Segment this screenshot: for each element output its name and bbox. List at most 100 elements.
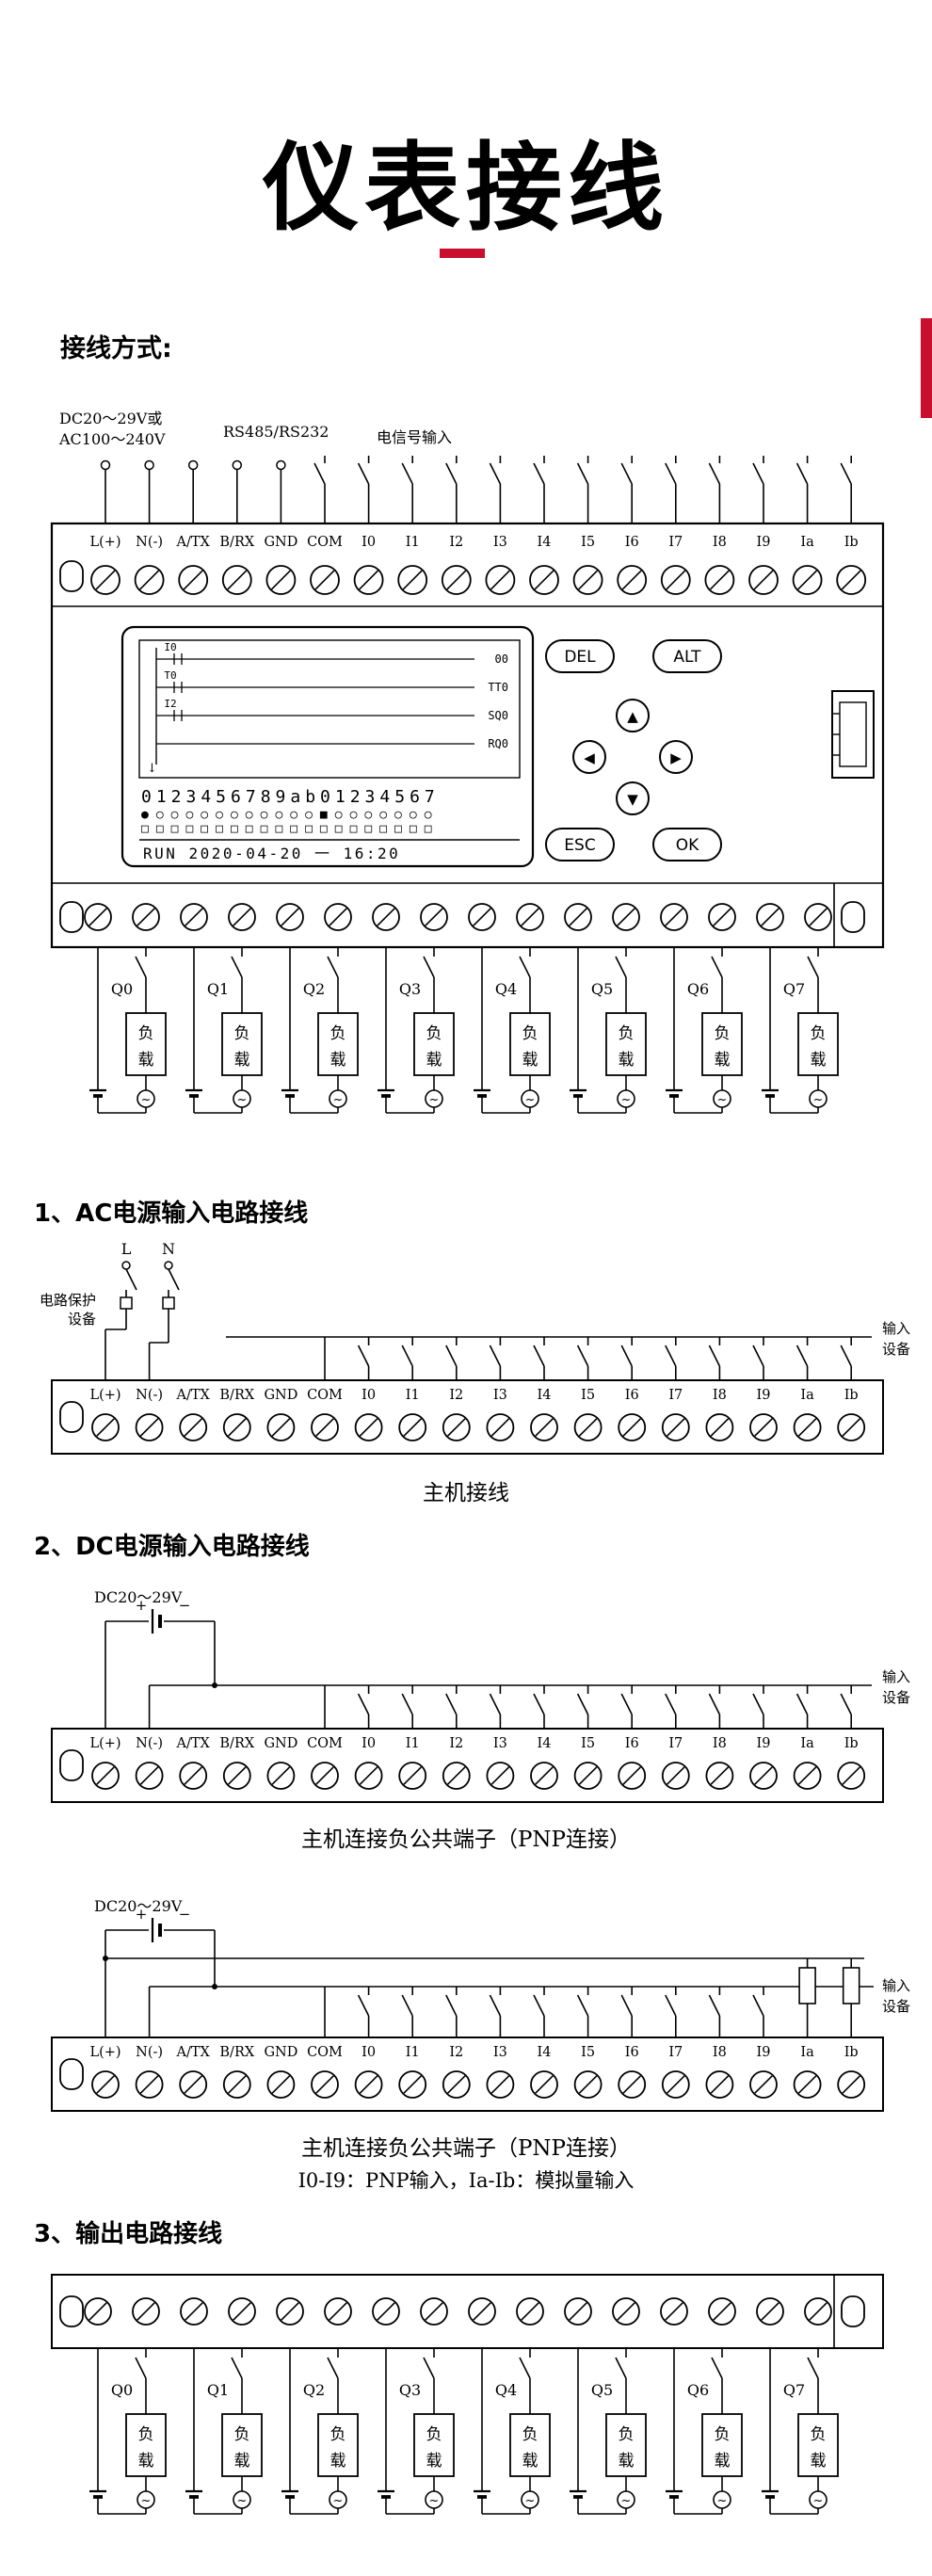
svg-text:载: 载 [522, 2452, 538, 2471]
svg-text:~: ~ [621, 1093, 632, 1107]
comm-port-label: RS485/RS232 [223, 423, 329, 441]
right-arrow-button-graphic [659, 740, 693, 774]
load-box [317, 2413, 359, 2477]
svg-text:L(+): L(+) [89, 535, 121, 550]
svg-text:负: 负 [811, 1024, 827, 1043]
svg-text:A/TX: A/TX [176, 535, 211, 550]
svg-text:~: ~ [333, 1093, 344, 1107]
svg-text:COM: COM [307, 535, 343, 550]
svg-text:I9: I9 [757, 1736, 771, 1751]
svg-text:负: 负 [426, 1024, 442, 1043]
svg-text:00: 00 [495, 652, 508, 666]
output-label: Q0 [111, 2381, 133, 2399]
svg-text:~: ~ [813, 1093, 824, 1107]
svg-text:▼: ▼ [627, 791, 638, 808]
power-rating-label: DC20～29V或 [59, 410, 162, 427]
mounting-hole [841, 901, 865, 933]
section2-heading: 2、DC电源输入电路接线 [34, 1533, 310, 1561]
svg-text:B/RX: B/RX [219, 1736, 254, 1751]
output-label: Q1 [207, 2381, 229, 2399]
svg-text:~: ~ [429, 1093, 440, 1107]
output-label: Q7 [783, 2381, 805, 2399]
svg-text:I6: I6 [625, 535, 639, 550]
svg-text:~: ~ [525, 1093, 536, 1107]
svg-text:COM: COM [307, 1388, 343, 1403]
up-arrow-button-graphic [616, 699, 650, 733]
dc2-diagram-caption: 主机连接负公共端子（PNP连接） [300, 2136, 632, 2161]
svg-text:载: 载 [426, 1051, 442, 1070]
svg-text:I9: I9 [757, 1388, 771, 1403]
output-label: Q4 [495, 2381, 517, 2399]
svg-text:I7: I7 [668, 535, 683, 550]
dc-power-label: DC20～29V [94, 1897, 183, 1915]
svg-text:N(-): N(-) [136, 1388, 163, 1403]
section3-heading: 3、输出电路接线 [34, 2220, 223, 2248]
svg-text:I4: I4 [538, 2045, 552, 2060]
svg-text:AC100～240V: AC100～240V [58, 430, 166, 448]
svg-text:I2: I2 [449, 1388, 463, 1403]
svg-text:负: 负 [619, 1024, 635, 1043]
section1-heading: 1、AC电源输入电路接线 [34, 1199, 309, 1228]
svg-text:负: 负 [715, 1024, 731, 1043]
phase-l-label: L [121, 1240, 132, 1258]
svg-text:Ib: Ib [844, 1736, 859, 1751]
svg-text:I4: I4 [538, 1736, 552, 1751]
esc-button-graphic [545, 828, 615, 861]
svg-text:B/RX: B/RX [219, 1388, 254, 1403]
svg-text:OK: OK [676, 836, 699, 855]
svg-text:I8: I8 [713, 2045, 727, 2060]
status-line: RUN 2020-04-20 一 16:20 [143, 845, 400, 862]
svg-text:负: 负 [811, 2425, 827, 2444]
svg-text:Ia: Ia [800, 535, 814, 550]
svg-text:Ia: Ia [800, 1388, 814, 1403]
mounting-hole [841, 2295, 865, 2327]
protector-label: 电路保护 [40, 1292, 96, 1309]
load-box [125, 2413, 167, 2477]
svg-text:Ib: Ib [844, 1388, 859, 1403]
svg-text:负: 负 [330, 1024, 346, 1043]
svg-text:GND: GND [264, 1388, 297, 1403]
output-label: Q7 [783, 980, 805, 998]
ok-button-graphic [652, 828, 722, 861]
svg-text:I1: I1 [406, 2045, 420, 2060]
svg-text:载: 载 [811, 1051, 827, 1070]
svg-text:I5: I5 [581, 535, 595, 550]
output-label: Q3 [399, 980, 421, 998]
svg-text:I9: I9 [757, 535, 771, 550]
svg-text:载: 载 [715, 1051, 731, 1070]
svg-text:I3: I3 [493, 1736, 507, 1751]
output-label: Q5 [591, 980, 613, 998]
cursor-arrow: ↓ [147, 762, 157, 776]
protector-symbol [162, 1296, 175, 1310]
svg-text:I1: I1 [406, 535, 420, 550]
input-device-label: 输入 [882, 1320, 910, 1337]
svg-text:~: ~ [525, 2494, 536, 2508]
svg-text:Ib: Ib [844, 2045, 859, 2060]
down-arrow-button-graphic [616, 781, 650, 815]
svg-text:载: 载 [811, 2452, 827, 2471]
svg-text:负: 负 [138, 1024, 154, 1043]
wiring-method-heading: 接线方式: [60, 334, 172, 363]
svg-text:负: 负 [619, 2425, 635, 2444]
svg-text:I5: I5 [581, 1388, 595, 1403]
svg-text:I8: I8 [713, 1388, 727, 1403]
svg-text:TT0: TT0 [488, 681, 508, 694]
svg-text:N(-): N(-) [136, 1736, 163, 1751]
svg-text:I6: I6 [625, 1736, 639, 1751]
svg-text:−: − [179, 1906, 191, 1923]
svg-text:I8: I8 [713, 535, 727, 550]
svg-text:L(+): L(+) [89, 2045, 121, 2060]
svg-text:载: 载 [234, 1051, 250, 1070]
mounting-hole [59, 2295, 84, 2327]
svg-text:I5: I5 [581, 1736, 595, 1751]
load-box [221, 2413, 263, 2477]
svg-text:~: ~ [621, 2494, 632, 2508]
svg-text:I0: I0 [362, 535, 376, 550]
title-underline-accent [440, 249, 485, 258]
svg-text:GND: GND [264, 1736, 297, 1751]
ladder-display [138, 639, 521, 779]
svg-text:T0: T0 [164, 669, 176, 682]
mounting-hole [59, 2058, 84, 2090]
load-box [413, 1012, 455, 1076]
